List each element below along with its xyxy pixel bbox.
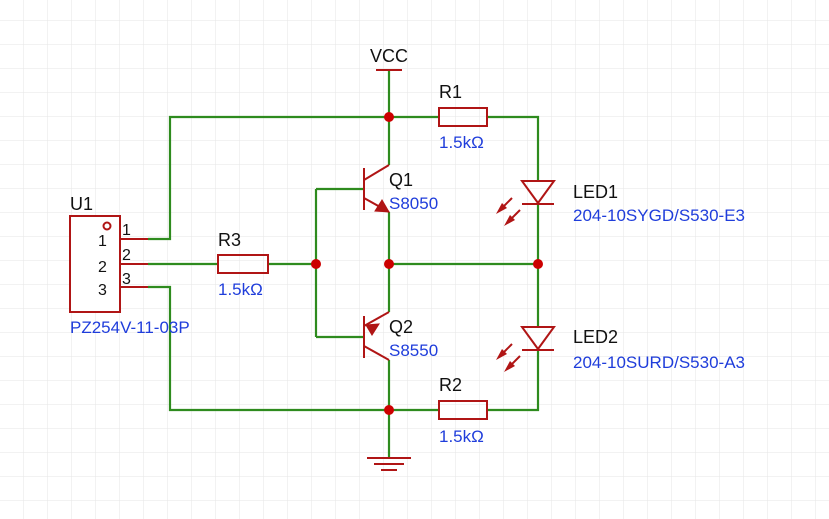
junction-dot bbox=[311, 259, 321, 269]
resistor-designator: R2 bbox=[439, 375, 462, 395]
q2-collector-lead bbox=[363, 345, 390, 361]
connector-pin-number: 1 bbox=[122, 222, 131, 239]
wire-led2-r2 bbox=[487, 350, 540, 412]
led-led1: LED1 204-10SYGD/S530-E3 bbox=[496, 180, 745, 226]
transistor-q1: Q1 S8050 bbox=[363, 164, 438, 213]
resistor-value: 1.5kΩ bbox=[439, 427, 484, 446]
vcc-label: VCC bbox=[370, 46, 408, 66]
q1-emitter-arrow-icon bbox=[374, 199, 390, 213]
transistor-q2: Q2 S8550 bbox=[363, 311, 438, 361]
led1-diode-icon bbox=[520, 180, 556, 205]
junction-dot bbox=[533, 259, 543, 269]
led-led2: LED2 204-10SURD/S530-A3 bbox=[496, 326, 745, 372]
wire-r1-led1 bbox=[487, 115, 540, 182]
ground-symbol-icon bbox=[367, 457, 411, 471]
resistor-r2: R2 1.5kΩ bbox=[438, 375, 488, 446]
wire-bottom-rail bbox=[148, 285, 439, 412]
connector-pin-number: 3 bbox=[122, 271, 131, 288]
led2-diode-icon bbox=[520, 326, 556, 351]
q2-emitter-arrow-icon bbox=[365, 323, 380, 336]
led-part: 204-10SYGD/S530-E3 bbox=[573, 206, 745, 225]
connector-designator: U1 bbox=[70, 194, 93, 214]
wire-top-rail bbox=[148, 115, 439, 241]
connector-part: PZ254V-11-03P bbox=[70, 318, 190, 337]
connector-pin-leads bbox=[120, 238, 148, 288]
connector-body-pin-label: 2 bbox=[98, 259, 107, 276]
connector-pin-number: 2 bbox=[122, 247, 131, 264]
led-designator: LED1 bbox=[573, 182, 618, 202]
q1-collector-lead bbox=[363, 164, 390, 181]
transistor-part: S8050 bbox=[389, 194, 438, 213]
transistor-designator: Q2 bbox=[389, 317, 413, 337]
resistor-r3: R3 1.5kΩ bbox=[217, 230, 269, 299]
junction-dot bbox=[384, 112, 394, 122]
connector-body-pin-label: 1 bbox=[98, 233, 107, 250]
vcc-symbol: VCC bbox=[370, 46, 408, 71]
pin1-marker-icon bbox=[102, 221, 112, 231]
connector-body-pin-label: 3 bbox=[98, 282, 107, 299]
transistor-part: S8550 bbox=[389, 341, 438, 360]
led-designator: LED2 bbox=[573, 327, 618, 347]
connector-u1: U1 PZ254V-11-03P 1 2 3 1 2 3 bbox=[69, 194, 190, 337]
resistor-value: 1.5kΩ bbox=[218, 280, 263, 299]
resistor-r1: R1 1.5kΩ bbox=[438, 82, 488, 152]
resistor-designator: R1 bbox=[439, 82, 462, 102]
resistor-value: 1.5kΩ bbox=[439, 133, 484, 152]
q2-emitter-lead bbox=[363, 311, 390, 327]
junction-dot bbox=[384, 405, 394, 415]
connector-body bbox=[69, 215, 121, 313]
resistor-designator: R3 bbox=[218, 230, 241, 250]
junctions bbox=[311, 112, 543, 415]
junction-dot bbox=[384, 259, 394, 269]
led-part: 204-10SURD/S530-A3 bbox=[573, 353, 745, 372]
transistor-designator: Q1 bbox=[389, 170, 413, 190]
